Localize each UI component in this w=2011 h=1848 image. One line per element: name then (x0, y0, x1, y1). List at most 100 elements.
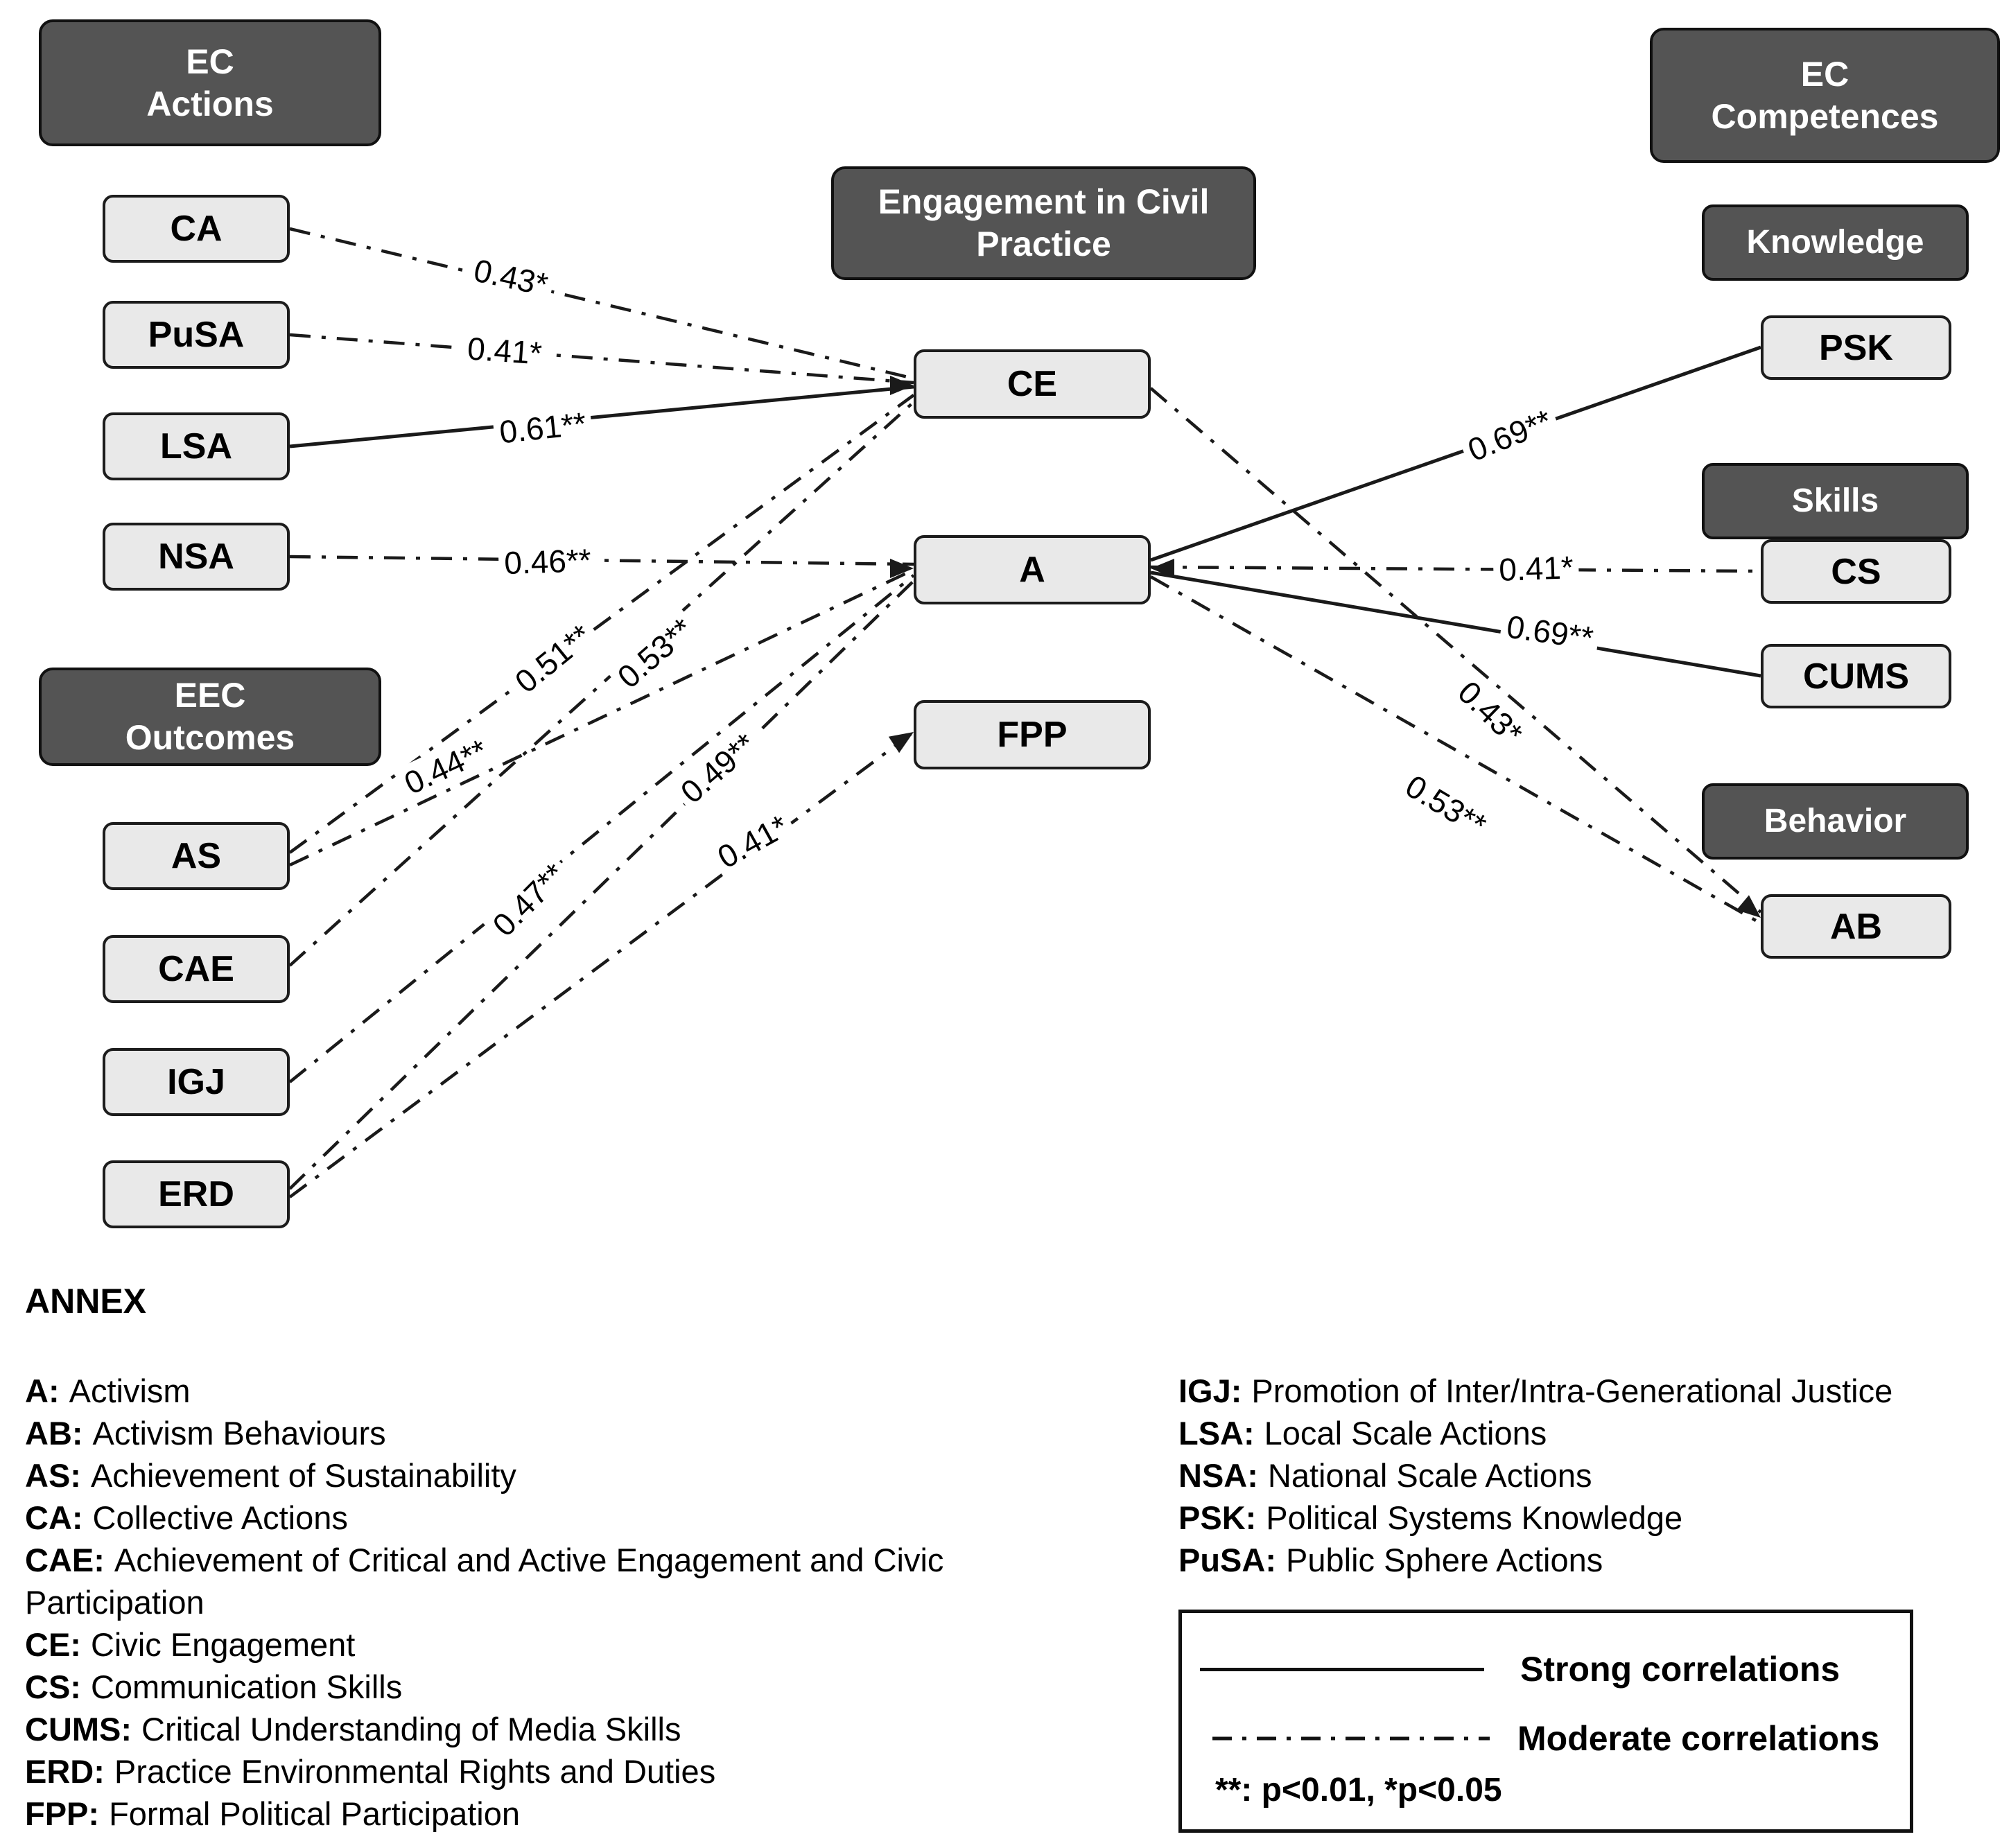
edge-erd-fpp (288, 731, 915, 1198)
annex-term: IGJ: (1178, 1372, 1242, 1409)
annex-title: ANNEX (25, 1282, 147, 1320)
annex-term: NSA: (1178, 1457, 1258, 1494)
annex-entry: AS:Achievement of Sustainability (25, 1454, 1051, 1497)
annex-definition: Civic Engagement (90, 1626, 356, 1663)
annex-term: CA: (25, 1499, 83, 1536)
annex-term: A: (25, 1372, 60, 1409)
annex-right-column: IGJ:Promotion of Inter/Intra-Generationa… (1178, 1370, 2011, 1581)
edge-cae-ce (288, 401, 915, 967)
legend-row-note: **: p<0.01, *p<0.05 (1215, 1771, 1502, 1809)
node-cs-label: CS (1831, 551, 1881, 592)
header-behavior-label: Behavior (1764, 802, 1907, 839)
arrowhead-into-ab (1736, 895, 1761, 918)
node-fpp: FPP (914, 700, 1151, 769)
edge-ce-ab (1149, 387, 1762, 914)
annex-definition: Practice Environmental Rights and Duties (114, 1753, 716, 1790)
node-a-label: A (1019, 550, 1045, 590)
annex-entry: IGJ:Promotion of Inter/Intra-Generationa… (1178, 1370, 2011, 1412)
legend-significance-note: **: p<0.01, *p<0.05 (1215, 1772, 1502, 1808)
node-igj: IGJ (103, 1048, 290, 1116)
annex-left-column: A:Activism AB:Activism Behaviours AS:Ach… (25, 1370, 1051, 1835)
edge-label-nsa-a: 0.46** (498, 541, 598, 582)
strong-line-sample (1200, 1667, 1484, 1671)
header-ec-actions-line1: EC (186, 42, 234, 81)
annex-term: PuSA: (1178, 1542, 1276, 1578)
node-as: AS (103, 822, 290, 890)
edge-as-a (289, 568, 914, 867)
header-engagement-line2: Practice (976, 225, 1111, 263)
edge-a-psk (1150, 345, 1761, 562)
edge-label-a-cs: 0.41* (1492, 548, 1580, 589)
legend-row-strong: Strong correlations (1200, 1649, 1840, 1689)
annex-definition: Activism Behaviours (92, 1415, 386, 1452)
annex-entry: PSK:Political Systems Knowledge (1178, 1497, 2011, 1539)
legend-strong-label: Strong correlations (1520, 1650, 1840, 1689)
annex-definition: Local Scale Actions (1264, 1415, 1547, 1452)
header-ec-competences-line1: EC (1800, 54, 1849, 94)
header-ec-actions-line2: Actions (146, 84, 274, 123)
edge-erd-a (288, 579, 915, 1190)
header-skills: Skills (1702, 463, 1969, 539)
node-cs: CS (1761, 539, 1951, 604)
annex-entry: AB:Activism Behaviours (25, 1412, 1051, 1454)
moderate-line-sample (1212, 1736, 1490, 1741)
edge-ca-ce (289, 227, 914, 381)
annex-definition: Achievement of Sustainability (90, 1457, 516, 1494)
node-a: A (914, 535, 1151, 604)
annex-definition: Achievement of Critical and Active Engag… (25, 1542, 944, 1621)
node-ca: CA (103, 195, 290, 263)
node-igj-label: IGJ (167, 1062, 225, 1102)
edge-igj-a (288, 574, 915, 1083)
header-ec-competences: EC Competences (1650, 28, 2000, 163)
header-engagement-line1: Engagement in Civil (878, 182, 1210, 221)
annex-term: CAE: (25, 1542, 105, 1578)
annex-entry: ERD:Practice Environmental Rights and Du… (25, 1750, 1051, 1793)
annex-term: AB: (25, 1415, 83, 1452)
edge-nsa-a (289, 555, 914, 566)
arrowhead-into-a-right (1151, 559, 1174, 578)
annex-entry: FPP:Formal Political Participation (25, 1793, 1051, 1835)
header-ec-actions: EC Actions (39, 19, 381, 146)
header-eec-outcomes-line2: Outcomes (125, 718, 295, 757)
annex-entry: CS:Communication Skills (25, 1666, 1051, 1708)
node-ca-label: CA (170, 209, 223, 249)
annex-term: PSK: (1178, 1499, 1257, 1536)
annex-definition: Formal Political Participation (109, 1795, 521, 1832)
node-lsa-label: LSA (160, 426, 232, 467)
node-lsa: LSA (103, 412, 290, 480)
node-cae-label: CAE (158, 949, 234, 989)
annex-entry: A:Activism (25, 1370, 1051, 1412)
legend-moderate-label: Moderate correlations (1517, 1719, 1880, 1758)
node-pusa-label: PuSA (148, 315, 245, 355)
annex-entry: CA:Collective Actions (25, 1497, 1051, 1539)
edge-label-pusa-ce: 0.41* (460, 329, 549, 373)
annex-entry: CAE:Achievement of Critical and Active E… (25, 1539, 1051, 1623)
annex-definition: Promotion of Inter/Intra-Generational Ju… (1251, 1372, 1893, 1409)
edge-a-cs (1150, 565, 1761, 573)
edge-a-cums (1150, 570, 1761, 678)
annex-entry: NSA:National Scale Actions (1178, 1454, 2011, 1497)
node-fpp-label: FPP (997, 715, 1068, 755)
annex-definition: Collective Actions (92, 1499, 348, 1536)
legend-row-moderate: Moderate correlations (1212, 1718, 1879, 1759)
edge-a-ab (1149, 575, 1762, 925)
annex-definition: Activism (69, 1372, 191, 1409)
arrowhead-into-fpp (888, 732, 914, 753)
header-ec-competences-line2: Competences (1711, 96, 1939, 136)
node-pusa: PuSA (103, 301, 290, 369)
header-skills-label: Skills (1791, 482, 1879, 519)
annex-entry: LSA:Local Scale Actions (1178, 1412, 2011, 1454)
arrowhead-into-a-left (890, 559, 914, 578)
annex-term: ERD: (25, 1753, 105, 1790)
annex-term: FPP: (25, 1795, 100, 1832)
header-knowledge-label: Knowledge (1746, 223, 1924, 261)
annex-definition: Communication Skills (90, 1668, 403, 1705)
edge-lsa-ce (289, 385, 914, 448)
node-as-label: AS (171, 836, 222, 876)
header-eec-outcomes: EEC Outcomes (39, 668, 381, 766)
node-nsa-label: NSA (158, 537, 234, 577)
annex-entry: PuSA:Public Sphere Actions (1178, 1539, 2011, 1581)
annex-entry: CUMS:Critical Understanding of Media Ski… (25, 1708, 1051, 1750)
